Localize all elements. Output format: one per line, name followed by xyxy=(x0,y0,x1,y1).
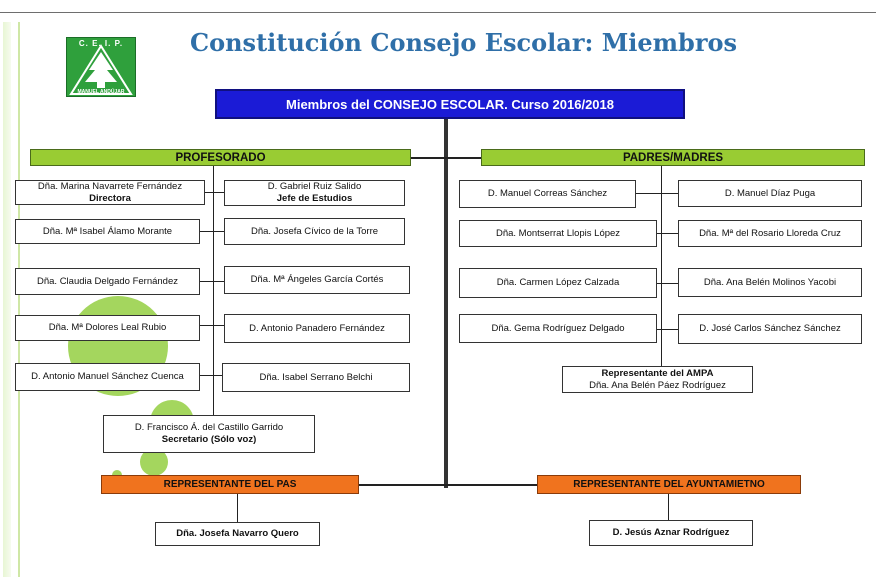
profesorado-heading: PROFESORADO xyxy=(30,149,411,166)
member-name: D. Manuel Díaz Puga xyxy=(724,187,816,199)
prof-branch-4 xyxy=(200,325,224,326)
member-box: D. Manuel Correas Sánchez xyxy=(459,180,636,208)
ayuntamiento-heading: REPRESENTANTE DEL AYUNTAMIETNO xyxy=(537,475,801,494)
member-name: Dña. Gema Rodríguez Delgado xyxy=(491,322,625,334)
prof-branch-2 xyxy=(200,231,224,232)
member-box: Dña. Mª Ángeles García Cortés xyxy=(224,266,410,294)
prof-trunk-line xyxy=(213,166,214,415)
ampa-box: Representante del AMPA Dña. Ana Belén Pá… xyxy=(562,366,753,393)
member-name: Dña. Isabel Serrano Belchi xyxy=(259,371,373,383)
member-box: Dña. Montserrat Llopis López xyxy=(459,220,657,247)
logo-top-text: C. E. I. P. xyxy=(78,39,124,48)
prof-branch-5 xyxy=(200,375,222,376)
tree-icon xyxy=(69,44,133,95)
member-name: Dña. Josefa Navarro Quero xyxy=(176,528,299,539)
member-name: Dña. Ana Belén Molinos Yacobi xyxy=(703,276,837,288)
member-box: Dña. Ana Belén Molinos Yacobi xyxy=(678,268,862,297)
member-box: D. José Carlos Sánchez Sánchez xyxy=(678,314,862,344)
member-box: D. Manuel Díaz Puga xyxy=(678,180,862,207)
padres-trunk-line xyxy=(661,166,662,366)
member-name: Dña. Montserrat Llopis López xyxy=(495,227,621,239)
member-box: D. Gabriel Ruiz Salido Jefe de Estudios xyxy=(224,180,405,206)
member-name: D. Antonio Panadero Fernández xyxy=(249,322,385,334)
header-banner: Miembros del CONSEJO ESCOLAR. Curso 2016… xyxy=(215,89,685,119)
member-name: Dña. Ana Belén Páez Rodríguez xyxy=(589,379,726,391)
member-box: Dña. Claudia Delgado Fernández xyxy=(15,268,200,295)
center-trunk-line xyxy=(444,119,448,488)
page-title: Constitución Consejo Escolar: Miembros xyxy=(190,28,737,57)
secretario-box: D. Francisco Á. del Castillo Garrido Sec… xyxy=(103,415,315,453)
padres-heading: PADRES/MADRES xyxy=(481,149,865,166)
pas-member-box: Dña. Josefa Navarro Quero xyxy=(155,522,320,546)
member-role: Directora xyxy=(89,192,131,204)
left-decor-bar xyxy=(3,22,11,577)
member-name: D. José Carlos Sánchez Sánchez xyxy=(699,323,841,334)
bottom-connector-line xyxy=(359,484,537,486)
member-role: Secretario (Sólo voz) xyxy=(161,434,257,445)
padres-branch-4 xyxy=(657,329,678,330)
member-name: Dña. Mª Isabel Álamo Morante xyxy=(42,225,173,237)
member-role: Representante del AMPA xyxy=(601,367,714,379)
padres-branch-1 xyxy=(636,193,678,194)
school-logo: C. E. I. P. MANUEL ANDÚJAR xyxy=(66,37,136,97)
member-name: D. Manuel Correas Sánchez xyxy=(487,188,608,199)
member-box: Dña. Isabel Serrano Belchi xyxy=(222,363,410,392)
member-name: Dña. Josefa Cívico de la Torre xyxy=(250,225,379,237)
ayto-down-line xyxy=(668,493,669,522)
member-box: Dña. Marina Navarrete Fernández Director… xyxy=(15,180,205,205)
prof-branch-3 xyxy=(200,281,224,282)
member-box: Dña. Mª Dolores Leal Rubio xyxy=(15,315,200,341)
member-box: Dña. Mª Isabel Álamo Morante xyxy=(15,219,200,244)
padres-branch-2 xyxy=(657,233,678,234)
member-role: Jefe de Estudios xyxy=(276,193,353,204)
member-name: Dña. Claudia Delgado Fernández xyxy=(36,275,178,287)
pas-heading: REPRESENTANTE DEL PAS xyxy=(101,475,359,494)
member-box: Dña. Gema Rodríguez Delgado xyxy=(459,314,657,343)
member-name: Dña. Mª Ángeles García Cortés xyxy=(250,274,384,285)
pas-down-line xyxy=(237,493,238,522)
top-rule xyxy=(0,12,876,13)
left-decor-line xyxy=(18,22,20,577)
padres-branch-3 xyxy=(657,283,678,284)
member-box: Dña. Josefa Cívico de la Torre xyxy=(224,218,405,245)
member-box: D. Antonio Manuel Sánchez Cuenca xyxy=(15,363,200,391)
member-name: D. Antonio Manuel Sánchez Cuenca xyxy=(31,371,184,382)
member-box: Dña. Mª del Rosario Lloreda Cruz xyxy=(678,220,862,247)
member-name: D. Francisco Á. del Castillo Garrido xyxy=(134,422,284,433)
logo-bottom-text: MANUEL ANDÚJAR xyxy=(77,89,125,95)
member-box: D. Antonio Panadero Fernández xyxy=(224,314,410,343)
member-name: Dña. Marina Navarrete Fernández xyxy=(37,180,183,192)
group-connector-line xyxy=(411,157,481,159)
member-box: Dña. Carmen López Calzada xyxy=(459,268,657,298)
member-name: D. Gabriel Ruiz Salido xyxy=(267,181,362,192)
member-name: Dña. Mª del Rosario Lloreda Cruz xyxy=(699,227,841,239)
member-name: Dña. Carmen López Calzada xyxy=(496,277,620,288)
member-name: D. Jesús Aznar Rodríguez xyxy=(612,527,730,538)
prof-branch-1 xyxy=(205,192,224,193)
member-name: Dña. Mª Dolores Leal Rubio xyxy=(48,322,167,333)
ayuntamiento-member-box: D. Jesús Aznar Rodríguez xyxy=(589,520,753,546)
